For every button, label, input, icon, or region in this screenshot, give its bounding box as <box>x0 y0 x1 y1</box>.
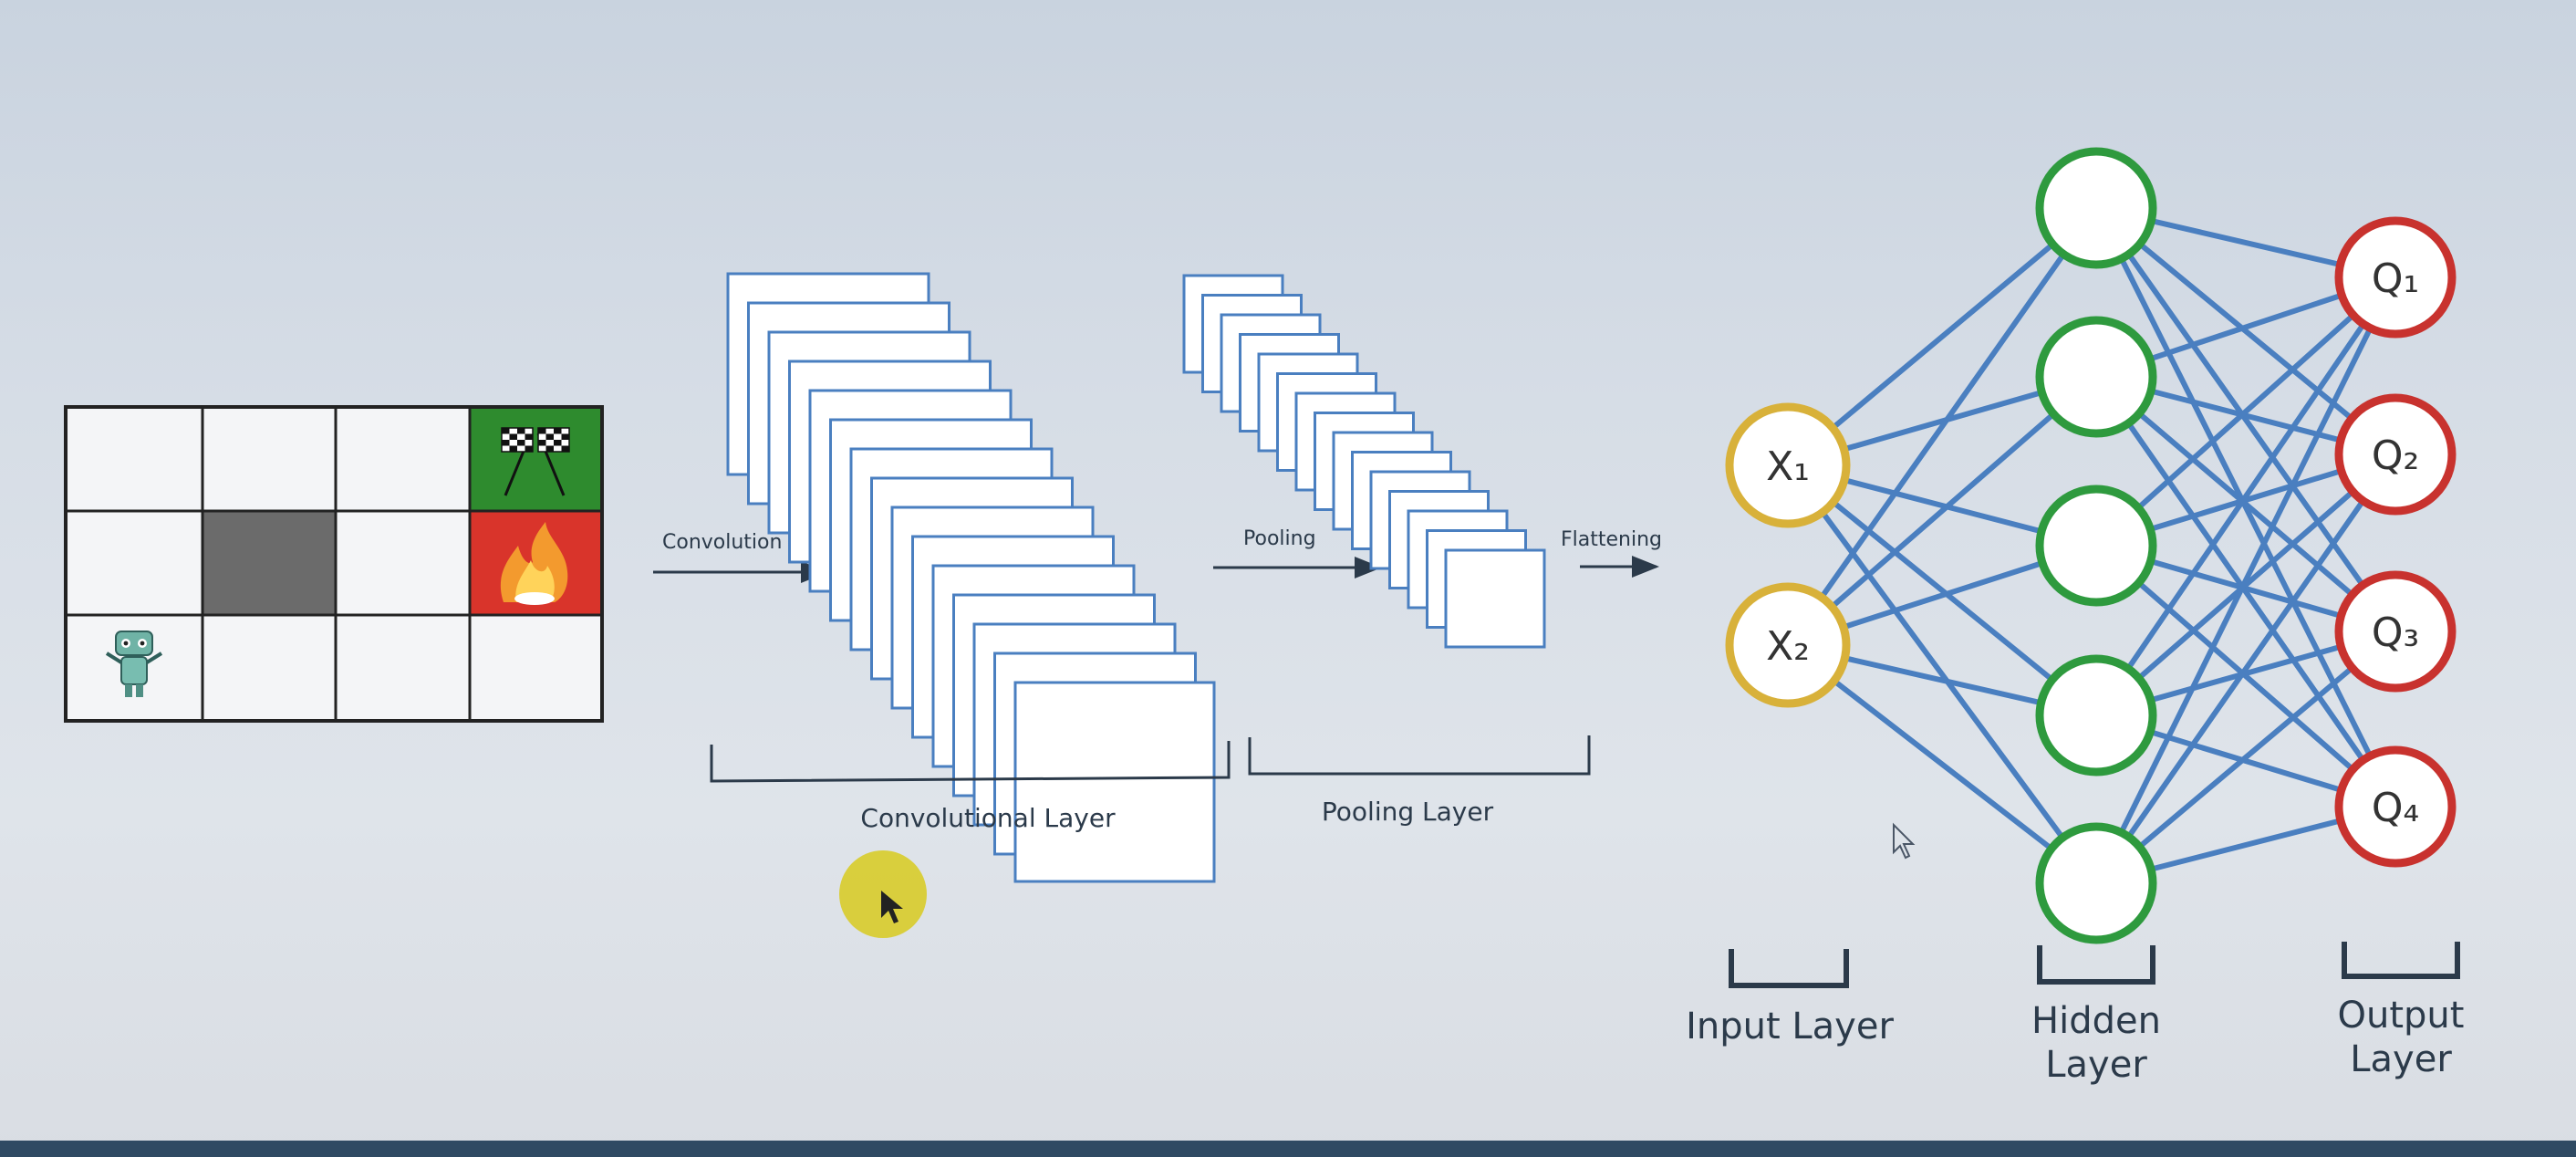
cnn-section: Convolution Pooling Flattening Convoluti… <box>653 272 1662 883</box>
output-node-label: Q₂ <box>2372 433 2419 479</box>
pooling-layer-label: Pooling Layer <box>1322 797 1494 827</box>
hidden-output-edge <box>2094 374 2397 634</box>
input-node-label: X₁ <box>1766 443 1810 490</box>
output-node-label: Q₃ <box>2372 610 2419 656</box>
output-node <box>2334 745 2457 868</box>
output-layer-label-line1: Output <box>2338 995 2465 1037</box>
output-node-label: Q₁ <box>2372 255 2419 302</box>
mouse-pointer-icon <box>1893 822 1916 860</box>
output-node <box>2334 393 2457 516</box>
flattening-label: Flattening <box>1561 528 1662 551</box>
input-layer-label: Input Layer <box>1686 1006 1894 1048</box>
neural-network: X₁ X₂ Q₁ Q₂ Q₃ Q₄ Input Layer Hidden Layer Ou… <box>1686 147 2465 1086</box>
input-hidden-edge <box>1785 464 2099 885</box>
goal-cell <box>470 409 600 511</box>
hidden-output-edge <box>2093 276 2398 717</box>
input-hidden-edge <box>1786 374 2098 648</box>
cursor-highlight <box>839 850 927 938</box>
input-hidden-edge <box>1786 642 2098 886</box>
checkered-flags-icon <box>501 427 570 496</box>
convolutional-feature-maps <box>726 272 1216 883</box>
output-node-label: Q₄ <box>2372 785 2419 831</box>
pool-feature-map <box>1444 548 1546 649</box>
output-node <box>2334 216 2457 339</box>
input-node <box>1725 582 1851 708</box>
hidden-node <box>2035 316 2157 438</box>
wall-cell <box>203 511 336 615</box>
output-layer-label-line2: Layer <box>2350 1038 2452 1080</box>
input-hidden-edge <box>1786 463 2098 718</box>
hidden-output-edge <box>2094 629 2397 886</box>
hidden-node <box>2035 147 2157 269</box>
pooling-feature-maps <box>1182 274 1546 649</box>
input-hidden-edge <box>1786 205 2098 468</box>
screen-bottom-edge <box>0 1141 2576 1157</box>
output-layer-bracket <box>2342 942 2460 979</box>
grid-world <box>64 405 604 723</box>
pooling-layer-bracket <box>1248 735 1591 776</box>
hidden-output-edge <box>2093 275 2398 548</box>
hidden-node <box>2035 654 2157 777</box>
convolutional-layer-bracket <box>710 741 1231 783</box>
pooling-label: Pooling <box>1243 527 1316 550</box>
convolutional-layer-label: Convolutional Layer <box>860 803 1116 833</box>
convolution-label: Convolution <box>662 531 782 554</box>
fire-icon <box>500 522 568 605</box>
hidden-output-edge <box>2093 375 2398 808</box>
hidden-node <box>2035 485 2157 607</box>
hidden-layer-bracket <box>2037 945 2155 985</box>
output-node <box>2334 570 2457 693</box>
hidden-node <box>2035 822 2157 944</box>
input-node-label: X₂ <box>1766 623 1810 670</box>
input-layer-bracket <box>1729 949 1849 988</box>
hidden-output-edge <box>2093 206 2398 633</box>
hidden-output-edge <box>2093 276 2398 885</box>
robot-icon <box>105 631 163 697</box>
hidden-layer-label-line1: Hidden <box>2031 1000 2161 1042</box>
input-node <box>1725 402 1851 528</box>
hidden-layer-label-line2: Layer <box>2045 1044 2147 1086</box>
hidden-output-edge <box>2094 205 2397 457</box>
input-hidden-edge <box>1785 206 2099 647</box>
cursor-arrow-icon <box>881 891 903 923</box>
hidden-output-edge <box>2093 453 2398 885</box>
network-nodes: X₁ X₂ Q₁ Q₂ Q₃ Q₄ <box>1725 147 2457 944</box>
conv-feature-map <box>1013 681 1216 883</box>
